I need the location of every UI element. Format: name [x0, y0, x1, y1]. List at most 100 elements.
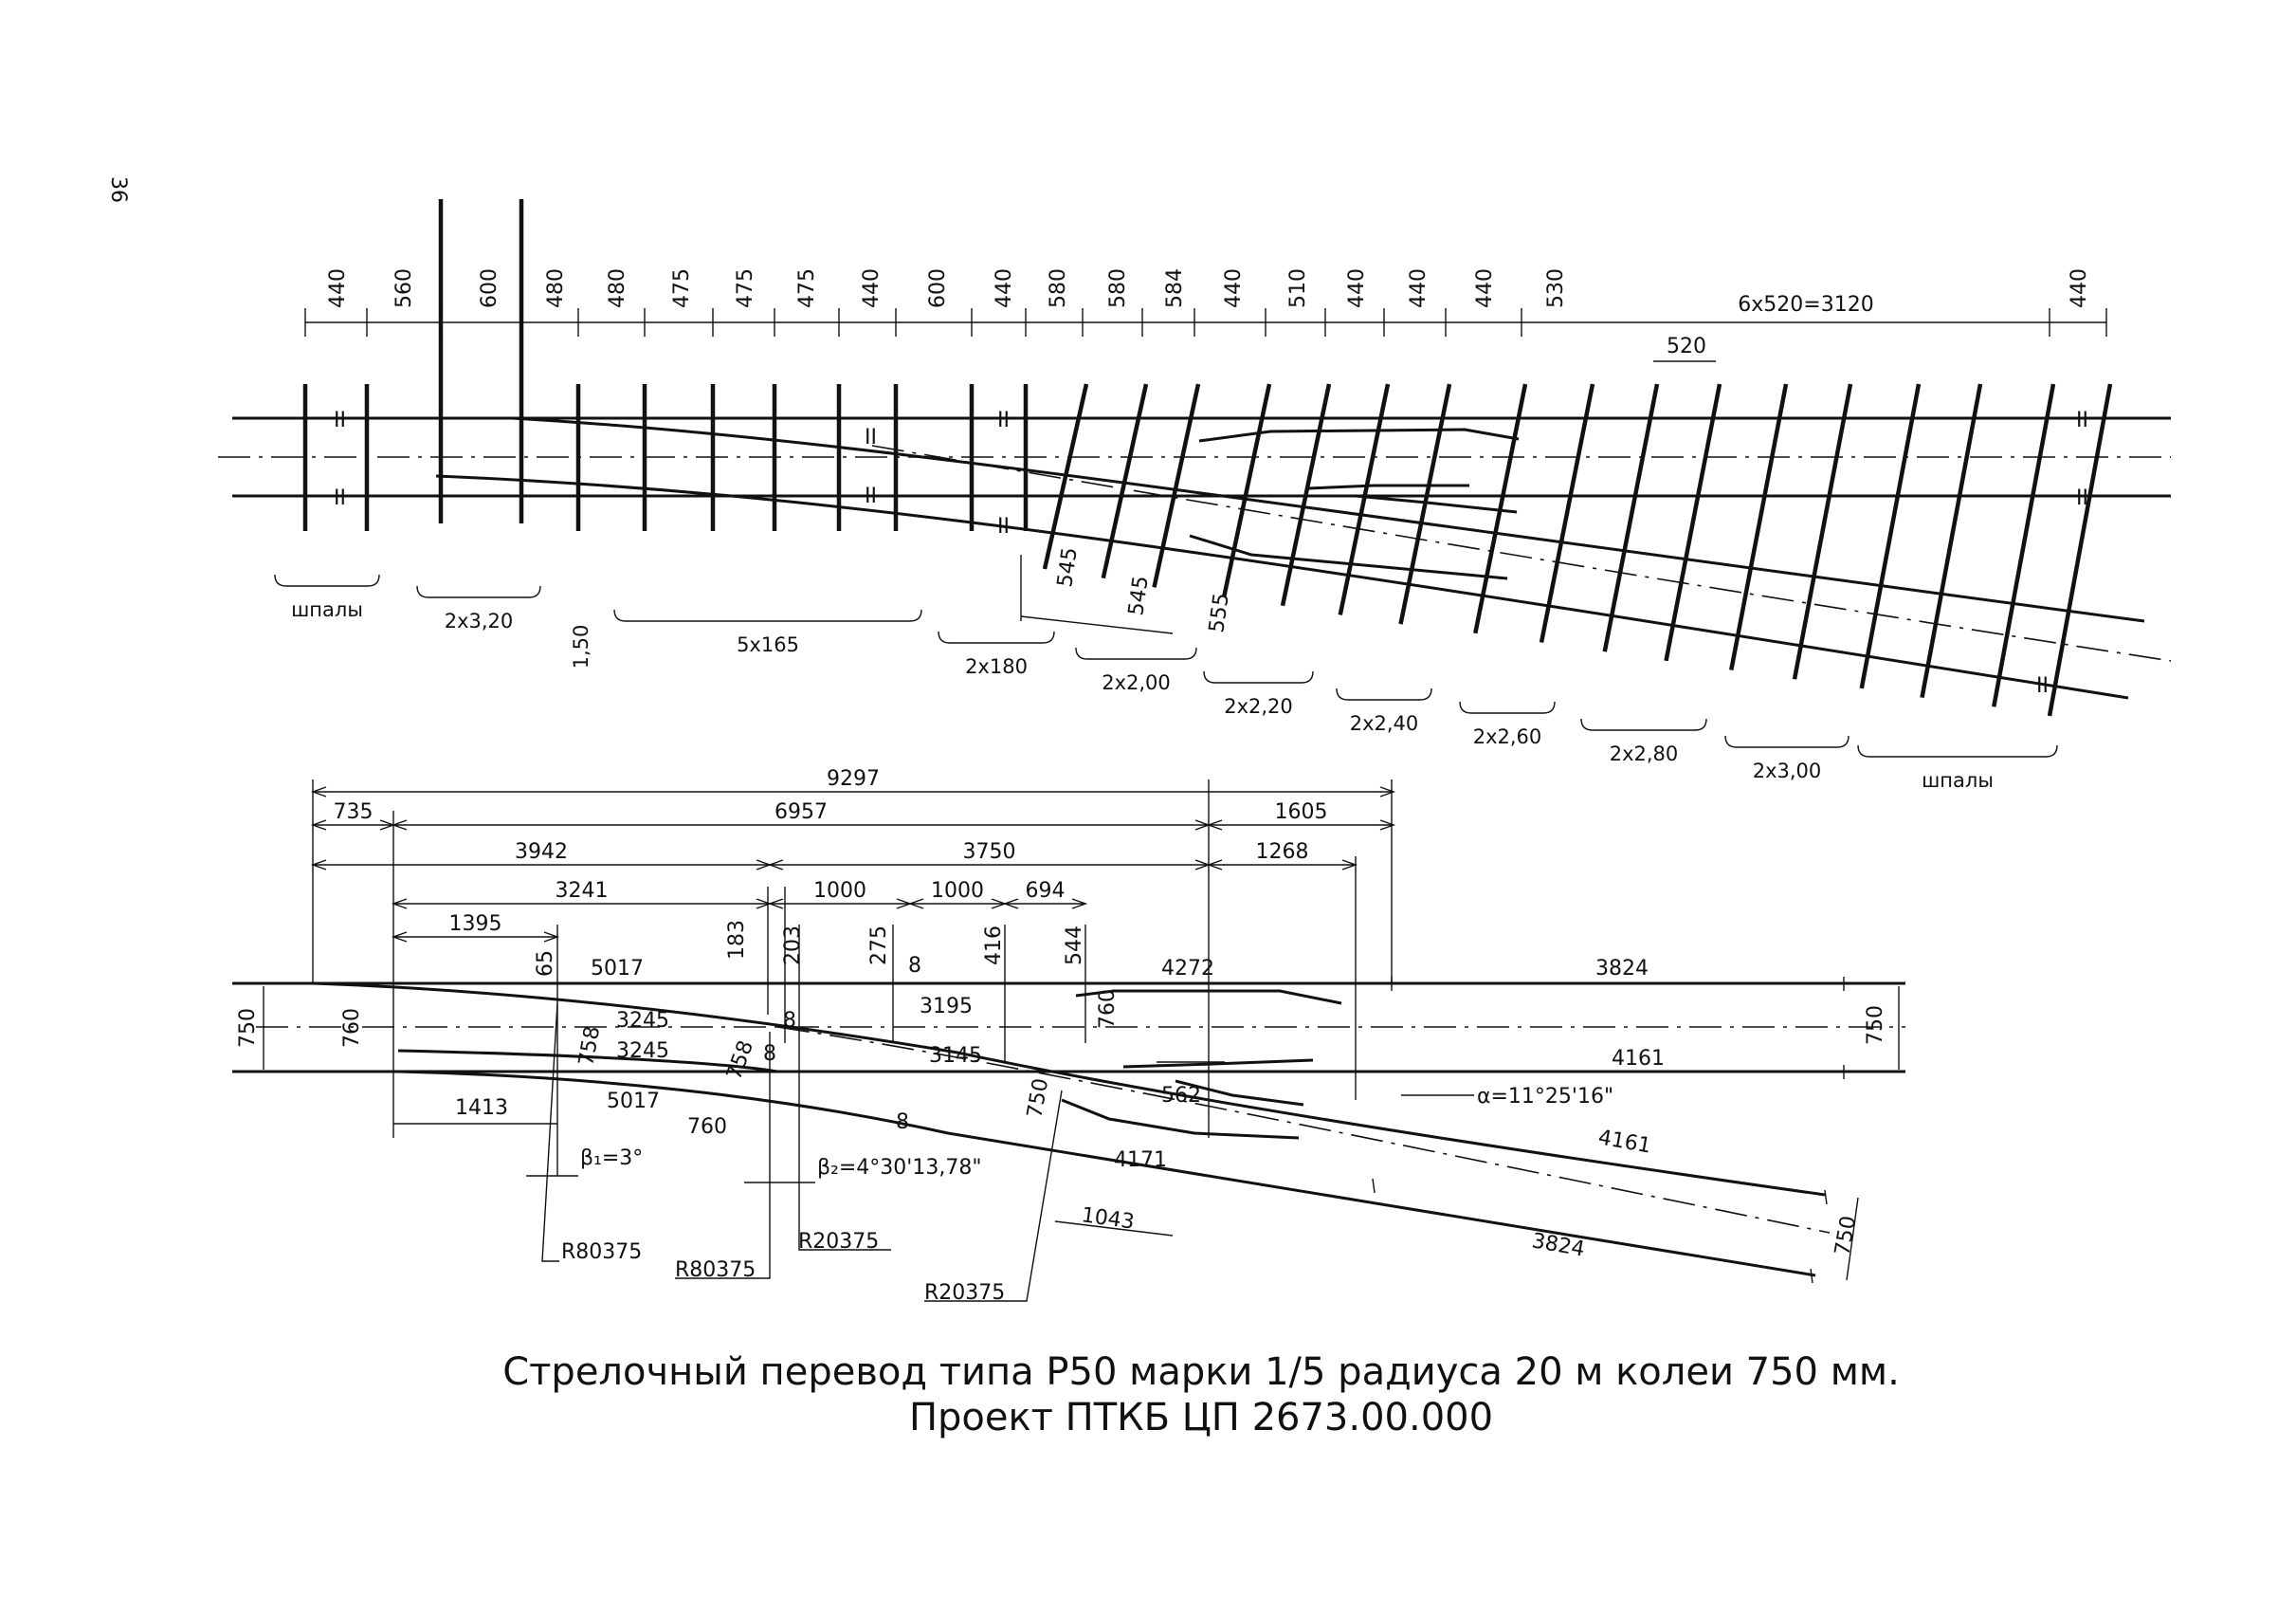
- sleeper-spacing-label: 580: [1106, 268, 1130, 308]
- geom-dim-label: 694: [1026, 879, 1066, 903]
- sleepers: [302, 199, 2113, 717]
- sleeper: [1992, 383, 2056, 707]
- diverging-rail-outer: [435, 474, 2129, 700]
- dim-8a: 8: [908, 954, 921, 978]
- radius-4: R20375: [924, 1281, 1005, 1305]
- sleeper: [1152, 383, 1201, 588]
- frog-wing-2: [1307, 484, 1469, 490]
- diag-dim-1: 545: [1053, 546, 1083, 589]
- geom-switch-rail: [397, 1049, 778, 1073]
- rail-3245-b: 3245: [616, 1039, 669, 1063]
- rail-4161-b: 4161: [1596, 1126, 1652, 1158]
- svg-text:II: II: [865, 485, 877, 508]
- sleeper-spacing-label: 475: [670, 268, 694, 308]
- sleeper-group-label: 2х180: [965, 655, 1028, 678]
- svg-text:II: II: [334, 486, 346, 510]
- rail-4171: 4171: [1114, 1148, 1167, 1172]
- check-rail: [1189, 534, 1508, 580]
- sleeper: [1664, 383, 1722, 662]
- rail-4272: 4272: [1161, 957, 1214, 981]
- geom-dim-label: 1000: [813, 879, 866, 903]
- dim-203: 203: [781, 926, 805, 965]
- alpha-angle: α=11°25'16": [1477, 1085, 1613, 1109]
- frog-wing-1: [1198, 428, 1520, 443]
- sleeper-group-label: 1,50: [570, 625, 592, 669]
- sleeper-spacing-label: 440: [993, 268, 1016, 308]
- geom-dim-label: 6957: [774, 800, 828, 824]
- geom-gauges: 750 750 750 750 760 760 760 758 758 562 …: [236, 986, 1900, 1281]
- sleeper-spacing-label: 440: [1222, 268, 1246, 308]
- sleeper-spacing-label: 475: [734, 268, 757, 308]
- geom-dim-label: 3241: [556, 879, 609, 903]
- geom-check-rail: [1061, 1098, 1300, 1140]
- sleeper-group-label: 2х2,40: [1350, 712, 1419, 735]
- sleeper: [2047, 383, 2113, 717]
- geom-dim-label: 1395: [449, 912, 502, 936]
- sleeper-group-label: 2х2,00: [1102, 671, 1171, 694]
- sleeper-group-label: 2х2,20: [1224, 695, 1293, 718]
- sleeper-group-label: 2х3,20: [445, 610, 514, 632]
- sleeper-group-label: 5х165: [737, 633, 799, 656]
- gauge-750-right: 750: [1864, 1005, 1887, 1045]
- svg-text:II: II: [2036, 674, 2049, 698]
- gauge-758-b: 758: [722, 1037, 758, 1083]
- diagonal-dims: 545 545 555: [1020, 546, 1234, 634]
- sleeper: [1042, 383, 1089, 570]
- caption-project: Проект ПТКБ ЦП 2673.00.000: [909, 1396, 1493, 1439]
- gauge-758-a: 758: [574, 1024, 605, 1068]
- span520-label: 520: [1667, 335, 1706, 358]
- diverging-rail-inner: [511, 416, 2145, 623]
- svg-text:II: II: [997, 409, 1010, 432]
- svg-text:II: II: [865, 426, 877, 449]
- rail-5017-b: 5017: [607, 1090, 660, 1113]
- sleeper-spacing-label: 440: [1345, 268, 1369, 308]
- sleeper-spacing-label: 584: [1163, 268, 1187, 308]
- geom-frog-wing: [1075, 989, 1342, 1005]
- svg-text:II: II: [2076, 409, 2088, 432]
- sleeper: [1101, 383, 1149, 579]
- sleeper: [1859, 383, 1922, 689]
- sleeper-spacing-label: 475: [795, 268, 819, 308]
- geom-vertical-dims: 65 183 203 275 416 544 8 8 8 8: [534, 920, 1086, 1134]
- rail-joints: II II II II II II II II II: [334, 409, 2088, 698]
- sleeper-spacing-label: 440: [1473, 268, 1497, 308]
- sleeper-spacing-label: 440: [326, 268, 350, 308]
- geom-frog-point: [1122, 1058, 1314, 1069]
- dim-275: 275: [867, 926, 891, 965]
- rail-5017-a: 5017: [591, 957, 644, 981]
- dim-65: 65: [534, 950, 557, 977]
- sleeper: [1920, 383, 1983, 699]
- sleeper: [1729, 383, 1789, 670]
- radius-3: R20375: [798, 1230, 879, 1254]
- geom-dim-label: 1000: [931, 879, 984, 903]
- radius-2: R80375: [675, 1258, 756, 1282]
- gauge-750-left: 750: [236, 1008, 260, 1048]
- sleeper: [1398, 383, 1452, 625]
- geom-dim-label: 1268: [1256, 840, 1309, 864]
- sleeper: [1222, 383, 1272, 597]
- sleeper: [1602, 383, 1660, 652]
- geom-extension-lines: [312, 779, 1393, 1176]
- geom-diverging-outer: [397, 1070, 1816, 1277]
- geom-frog-rail: [1175, 1079, 1304, 1107]
- geom-radii: R80375 R80375 R20375 R20375: [541, 1002, 1063, 1305]
- sleeper-spacing-label: 440: [1407, 268, 1430, 308]
- geom-dim-label: 3942: [515, 840, 568, 864]
- sleeper-spacing-label: 440: [860, 268, 884, 308]
- sleeper-spacing-label: 510: [1286, 268, 1310, 308]
- dim-8b: 8: [783, 1009, 796, 1033]
- rail-3824-a: 3824: [1595, 957, 1649, 981]
- gauge-760-left: 760: [340, 1008, 364, 1048]
- sleeper-group-label: 2х2,80: [1610, 742, 1679, 765]
- dim-562: 562: [1161, 1084, 1201, 1108]
- dim-1413: 1413: [455, 1096, 508, 1120]
- diag-dim-3: 555: [1205, 592, 1234, 634]
- dim-8d: 8: [896, 1110, 909, 1134]
- sleeper: [1280, 383, 1332, 607]
- gauge-750-frog: 750: [1023, 1076, 1053, 1120]
